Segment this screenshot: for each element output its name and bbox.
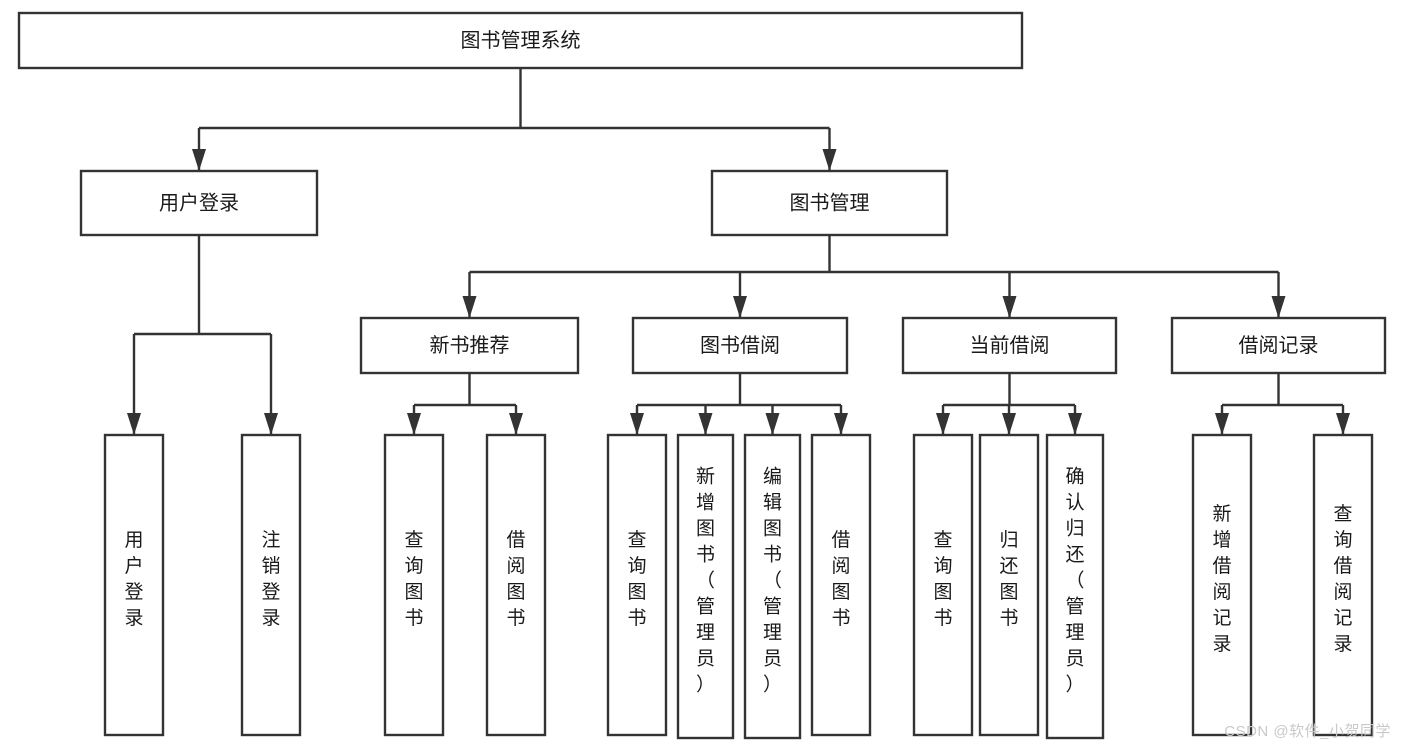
- node-leaf[interactable]: 查询图书: [912, 433, 974, 737]
- node-label: 新书推荐: [430, 334, 510, 357]
- node-label: 新增图书（管理员）: [696, 466, 715, 696]
- node-box[interactable]: [901, 316, 1118, 375]
- arrow-head-icon: [936, 413, 950, 435]
- arrow-head-icon: [509, 413, 523, 435]
- arrow-head-icon: [192, 149, 206, 171]
- node-box[interactable]: [1312, 433, 1374, 737]
- arrow-head-icon: [1002, 296, 1017, 318]
- node-label: 当前借阅: [970, 334, 1050, 357]
- node-leaf[interactable]: 新增借阅记录: [1191, 433, 1253, 737]
- node-box[interactable]: [710, 169, 949, 237]
- node-box[interactable]: [978, 433, 1040, 737]
- node-level3[interactable]: 图书借阅: [631, 316, 849, 375]
- csdn-watermark: CSDN @软件_小贺同学: [1224, 723, 1391, 740]
- arrow-head-icon: [264, 413, 278, 435]
- arrow-head-icon: [733, 296, 747, 318]
- node-label: 新增借阅记录: [1212, 503, 1231, 655]
- node-leaf[interactable]: 查询图书: [606, 433, 668, 737]
- node-level3[interactable]: 新书推荐: [359, 316, 580, 375]
- node-leaf[interactable]: 借阅图书: [810, 433, 872, 737]
- arrow-head-icon: [698, 413, 713, 435]
- arrow-head-icon: [834, 413, 848, 435]
- node-leaf[interactable]: 编辑图书（管理员）: [743, 433, 802, 740]
- arrow-head-icon: [407, 413, 421, 435]
- arrow-head-icon: [462, 296, 477, 318]
- node-label: 图书管理系统: [461, 29, 581, 52]
- arrow-head-icon: [1336, 413, 1350, 435]
- node-root[interactable]: 图书管理系统: [17, 11, 1024, 70]
- node-leaf[interactable]: 借阅图书: [485, 433, 547, 737]
- node-leaf[interactable]: 确认归还（管理员）: [1045, 433, 1105, 740]
- node-box[interactable]: [1045, 433, 1105, 740]
- node-leaf[interactable]: 查询借阅记录: [1312, 433, 1374, 737]
- node-label: 借阅图书: [831, 529, 850, 629]
- node-box[interactable]: [676, 433, 735, 740]
- node-label: 归还图书: [999, 529, 1018, 629]
- node-box[interactable]: [1170, 316, 1387, 375]
- node-box[interactable]: [810, 433, 872, 737]
- node-label: 注销登录: [261, 529, 280, 629]
- node-box[interactable]: [485, 433, 547, 737]
- arrow-head-icon: [765, 413, 780, 435]
- arrow-head-icon: [127, 413, 141, 435]
- node-box[interactable]: [103, 433, 165, 737]
- node-label: 借阅图书: [506, 529, 525, 629]
- node-box[interactable]: [17, 11, 1024, 70]
- node-leaf[interactable]: 归还图书: [978, 433, 1040, 737]
- node-label: 查询借阅记录: [1333, 503, 1352, 655]
- node-label: 图书借阅: [700, 334, 780, 357]
- node-label: 确认归还（管理员）: [1065, 466, 1084, 696]
- node-leaf[interactable]: 查询图书: [383, 433, 445, 737]
- arrow-head-icon: [1271, 296, 1286, 318]
- node-level3[interactable]: 借阅记录: [1170, 316, 1387, 375]
- connector-layer: [127, 68, 1350, 435]
- node-box[interactable]: [359, 316, 580, 375]
- node-label: 借阅记录: [1239, 334, 1319, 357]
- node-layer: 图书管理系统用户登录图书管理新书推荐图书借阅当前借阅借阅记录用户登录注销登录查询…: [17, 11, 1387, 740]
- node-box[interactable]: [631, 316, 849, 375]
- node-label: 图书管理: [790, 191, 870, 214]
- node-level3[interactable]: 当前借阅: [901, 316, 1118, 375]
- node-level2[interactable]: 用户登录: [79, 169, 319, 237]
- node-leaf[interactable]: 用户登录: [103, 433, 165, 737]
- node-box[interactable]: [383, 433, 445, 737]
- node-label: 查询图书: [627, 529, 646, 629]
- node-box[interactable]: [606, 433, 668, 737]
- node-label: 编辑图书（管理员）: [763, 466, 782, 696]
- node-box[interactable]: [1191, 433, 1253, 737]
- node-box[interactable]: [79, 169, 319, 237]
- node-leaf[interactable]: 注销登录: [240, 433, 302, 737]
- node-box[interactable]: [743, 433, 802, 740]
- arrow-head-icon: [630, 413, 644, 435]
- node-label: 用户登录: [124, 530, 143, 629]
- arrow-head-icon: [822, 149, 837, 171]
- node-level2[interactable]: 图书管理: [710, 169, 949, 237]
- node-label: 查询图书: [933, 529, 952, 629]
- arrow-head-icon: [1002, 413, 1016, 435]
- node-label: 查询图书: [404, 529, 423, 629]
- node-label: 用户登录: [159, 191, 239, 214]
- node-box[interactable]: [912, 433, 974, 737]
- arrow-head-icon: [1215, 413, 1229, 435]
- arrow-head-icon: [1068, 413, 1082, 435]
- node-leaf[interactable]: 新增图书（管理员）: [676, 433, 735, 740]
- node-box[interactable]: [240, 433, 302, 737]
